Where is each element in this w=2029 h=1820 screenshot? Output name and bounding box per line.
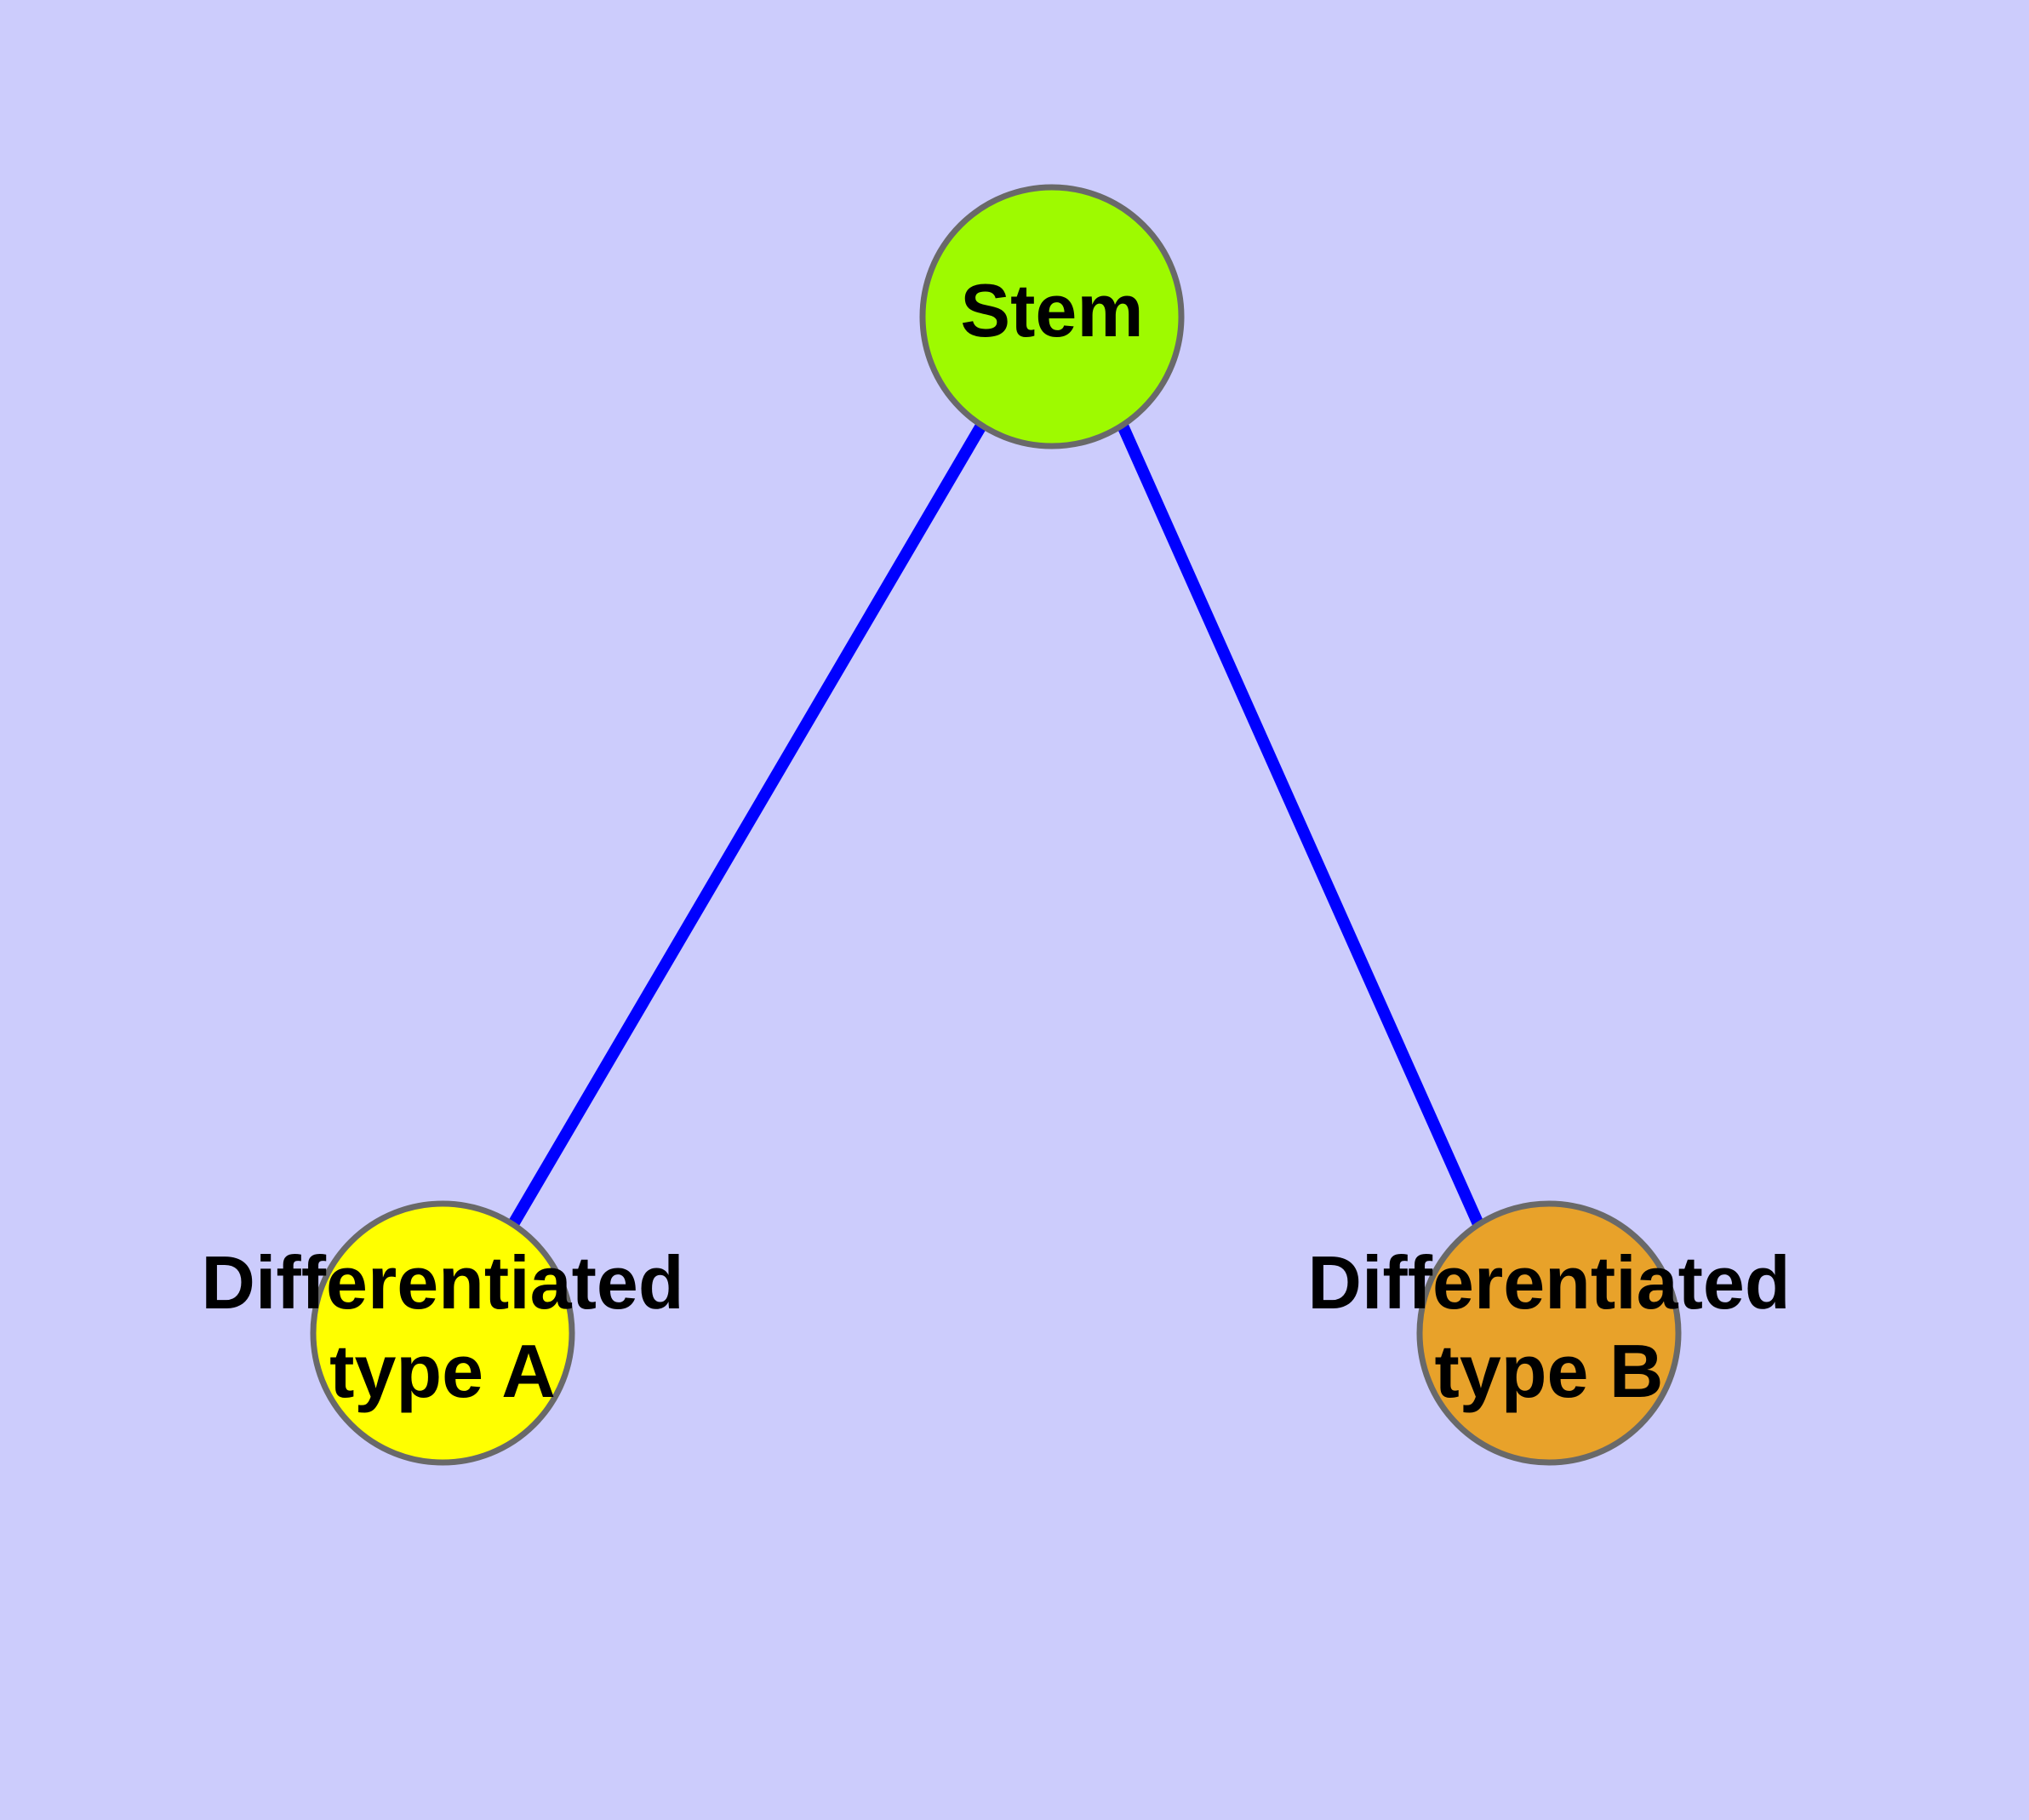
graph-node-label-stem: Stem — [960, 268, 1143, 352]
label-line: Stem — [960, 268, 1143, 352]
label-line: type B — [1435, 1329, 1664, 1413]
label-line: type A — [329, 1329, 556, 1413]
graph-node-stem[interactable] — [919, 184, 1185, 449]
graph-node-diff-b[interactable] — [1416, 1200, 1682, 1466]
graph-edge-stem-to-diff-a[interactable] — [507, 422, 987, 1228]
edge-layer — [507, 422, 1484, 1228]
label-line: Differentiated — [201, 1240, 683, 1325]
node-layer — [310, 184, 1682, 1466]
graph-node-diff-a[interactable] — [310, 1200, 575, 1466]
graph-edge-stem-to-diff-b[interactable] — [1117, 423, 1484, 1227]
label-line: Differentiated — [1307, 1240, 1790, 1325]
